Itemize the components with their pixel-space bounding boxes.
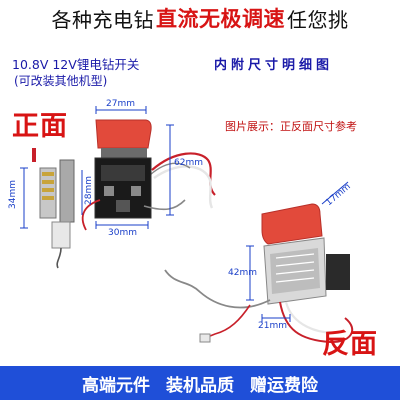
front-connector [51,221,71,249]
banner-item-quality: 装机品质 [166,375,234,396]
promo-banner: 高端元件 装机品质 赠运费险 [0,366,400,400]
back-label: 反面 [322,329,378,360]
size-reference-note: 图片展示：正反面尺寸参考 [225,120,357,133]
banner-item-components: 高端元件 [82,375,150,396]
spec-line-right: 内附尺寸明细图 [214,58,334,73]
spec-subnote: (可改装其他机型) [14,74,108,88]
back-grey-wire [164,269,271,309]
back-lead-wire [204,304,251,339]
back-dim-top-line [321,181,349,205]
front-bottom-wire-2 [143,199,186,211]
front-trigger-shaft [101,148,147,158]
back-connector [199,333,211,343]
front-side-contact-2 [42,180,54,184]
front-label: 正面 [12,111,68,142]
headline-part-b: 直流无极调速 [156,6,285,31]
back-switch [164,181,354,344]
dim-front-bottom: 30mm [108,228,137,238]
front-trigger [95,119,152,149]
front-side-contact-4 [42,196,54,200]
front-connector-wire [56,247,62,269]
back-body-rib-4 [275,277,315,283]
back-trigger [261,203,323,245]
back-body-panel [270,248,320,294]
back-body-rib-1 [275,253,315,259]
dim-back-bottom: 21mm [258,321,287,331]
front-white-wire [153,165,214,209]
spec-line: 10.8V 12V锂电钻开关 [12,57,140,72]
front-terminal-3 [116,200,130,212]
back-white-wire [284,301,341,334]
front-side-contact-3 [42,188,54,192]
front-switch [20,106,216,269]
dim-front-width: 27mm [106,99,135,109]
dim-front-left: 34mm [8,180,18,209]
back-body-rib-3 [275,269,315,275]
back-body-rib-2 [275,261,315,267]
front-terminal-2 [131,186,141,196]
front-side-plate [59,159,75,223]
front-grey-wire [149,162,191,176]
headline-part-c: 任您挑 [287,7,349,32]
banner-item-insurance: 赠运费险 [250,375,318,396]
dim-back-left: 42mm [228,268,257,278]
headline-part-a: 各种充电钻 [51,7,154,32]
back-red-wire [279,301,354,344]
front-side-lead [32,148,36,162]
dim-front-inner: 28mm [84,176,94,205]
headline: 各种充电钻 直流无极调速 任您挑 [0,4,400,32]
front-bottom-wire-1 [81,199,101,231]
dim-front-height: 62mm [174,158,203,168]
front-side-contact-1 [42,172,54,176]
front-terminal-1 [104,186,114,196]
front-body-panel [101,165,145,181]
back-side-block [326,254,350,290]
